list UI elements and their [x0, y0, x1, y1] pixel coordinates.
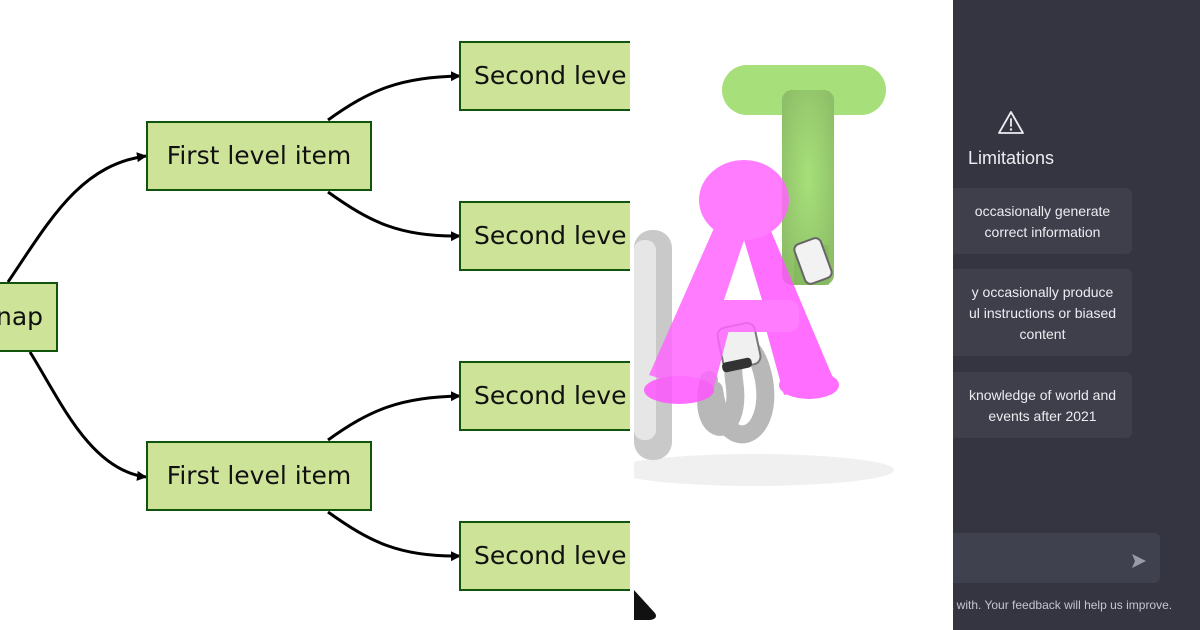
mindmap-edges	[6, 71, 461, 562]
card-line: content	[1019, 326, 1066, 342]
edge-root-first-1	[6, 152, 147, 283]
robot-figure	[634, 230, 833, 620]
limitation-card: knowledge of world and events after 2021	[953, 372, 1132, 438]
root-node-label: nap	[0, 302, 44, 331]
chat-input[interactable]	[953, 533, 1160, 583]
feedback-footer: t with. Your feedback will help us impro…	[953, 598, 1200, 612]
second-level-label: Second leve	[474, 541, 627, 570]
letter-a-shape	[644, 160, 839, 404]
card-line: occasionally generate	[974, 203, 1111, 219]
limitations-title: Limitations	[967, 148, 1055, 168]
first-level-node: First level item	[146, 441, 372, 511]
edge-first1-second2	[327, 190, 461, 242]
second-level-node: Second leve	[459, 361, 630, 431]
card-line: correct information	[984, 224, 1101, 240]
footer-text: t with. Your feedback will help us impro…	[953, 598, 1173, 612]
first-level-label: First level item	[166, 461, 352, 490]
second-level-node: Second leve	[459, 521, 630, 591]
ai-illustration	[634, 0, 953, 630]
first-level-label: First level item	[166, 141, 352, 170]
warning-icon	[997, 110, 1025, 140]
mindmap-root-node: nap	[0, 282, 58, 352]
first-level-node: First level item	[146, 121, 372, 191]
ai-letters-illustration	[634, 65, 894, 620]
edge-first2-second4	[327, 510, 461, 562]
second-level-label: Second leve	[474, 381, 627, 410]
edge-first2-second3	[327, 391, 461, 442]
mindmap-panel: nap First level item First level item Se…	[0, 41, 630, 591]
card-line: y occasionally produce	[971, 284, 1114, 300]
edge-first1-second1	[327, 71, 461, 122]
edge-root-first-2	[28, 351, 147, 481]
limitation-card: y occasionally produce ul instructions o…	[953, 269, 1132, 356]
second-level-label: Second leve	[474, 221, 627, 250]
second-level-node: Second leve	[459, 41, 630, 111]
card-line: events after 2021	[988, 408, 1097, 424]
card-line: ul instructions or biased	[968, 305, 1117, 321]
second-level-node: Second leve	[459, 201, 630, 271]
second-level-label: Second leve	[474, 61, 627, 90]
limitation-card: occasionally generate correct informatio…	[953, 188, 1132, 254]
card-line: knowledge of world and	[968, 387, 1117, 403]
send-icon[interactable]	[1131, 553, 1147, 573]
